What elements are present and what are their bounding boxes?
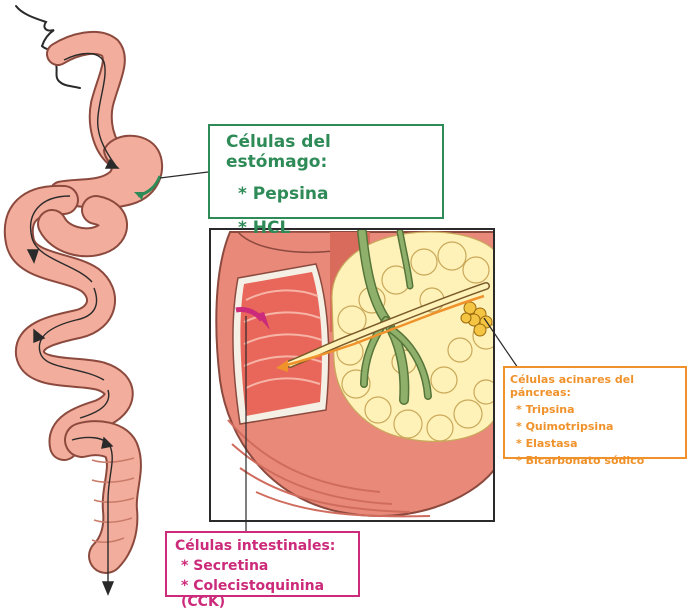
pancreas-cells-item: * Bicarbonato sódico bbox=[516, 454, 645, 467]
stomach-leader-line bbox=[159, 171, 209, 179]
intestinal-cells-item: * Secretina bbox=[181, 558, 269, 574]
pancreas-cells-title: Células acinares del páncreas: bbox=[510, 373, 635, 399]
intestinal-cells-item: * Colecistoquinina (CCK) bbox=[181, 578, 325, 610]
stomach-cells-label: Células del estómago: * Pepsina * HCL bbox=[208, 124, 444, 238]
magnified-inset bbox=[210, 229, 494, 521]
magnified-inset-frame bbox=[209, 228, 495, 522]
pancreas-cells-item: * Quimotripsina bbox=[516, 420, 614, 433]
intestinal-cells-label: Células intestinales: * Secretina * Cole… bbox=[165, 531, 360, 610]
pancreas-cells-label: Células acinares del páncreas: * Tripsin… bbox=[503, 366, 687, 467]
digestive-tract bbox=[3, 30, 163, 574]
enzyme-flow-arrow bbox=[281, 294, 485, 368]
stomach-cells-item: * HCL bbox=[238, 218, 291, 238]
pancreas-cells-item: * Tripsina bbox=[516, 403, 575, 416]
stomach-cells-item: * Pepsina bbox=[238, 184, 329, 204]
pancreas-leader-line bbox=[483, 317, 519, 369]
pancreas-cells-item: * Elastasa bbox=[516, 437, 578, 450]
food-path-arrows bbox=[26, 52, 120, 596]
stomach-cells-title: Células del estómago: bbox=[226, 132, 331, 172]
intestinal-cells-title: Células intestinales: bbox=[175, 538, 336, 554]
